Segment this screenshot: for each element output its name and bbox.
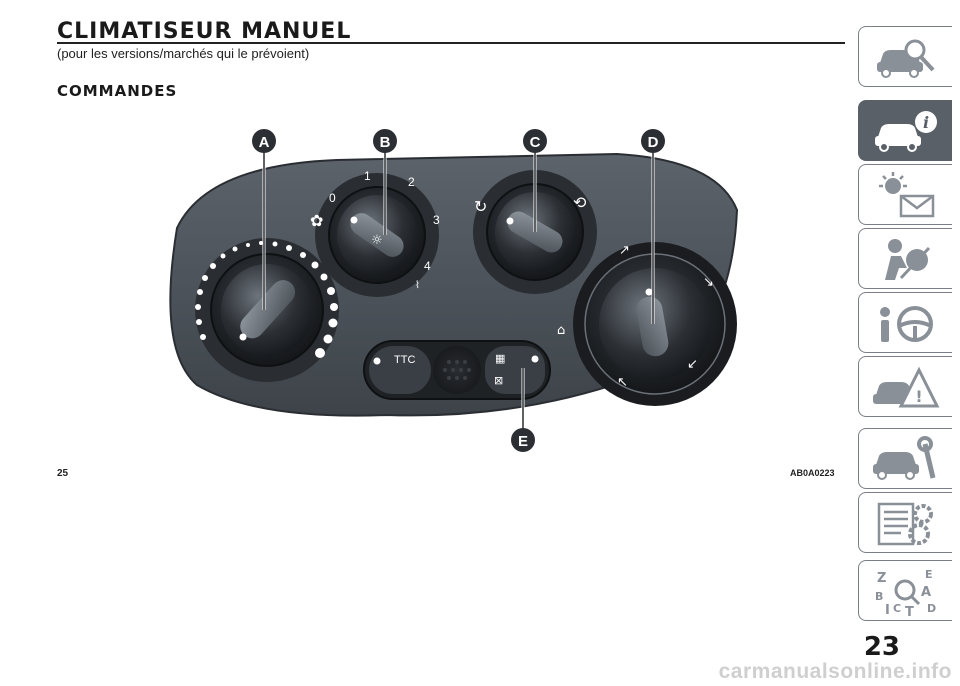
svg-text:E: E	[518, 433, 528, 450]
fan-label-3: 3	[433, 213, 440, 227]
alphabetical-index-icon: Z E B A I C T D	[875, 568, 936, 616]
face-feet-vent-icon: ↘	[703, 275, 714, 290]
svg-text:A: A	[259, 134, 270, 151]
recirc-off-icon: ↻	[474, 197, 487, 216]
car-info-icon: i	[874, 110, 937, 152]
tab-car-warning[interactable]: !	[858, 356, 952, 417]
car-wrench-icon	[872, 435, 935, 480]
tab-airbag-person[interactable]	[858, 228, 952, 289]
car-warning-triangle-icon: !	[872, 366, 939, 407]
svg-text:☼: ☼	[371, 233, 383, 248]
feet-defrost-icon: ↖	[617, 375, 628, 390]
knob-b-fan-speed: ☼ 0 1 2 3 4 ✿ ⌇	[310, 169, 440, 297]
page-title: CLIMATISEUR MANUEL	[57, 19, 352, 44]
tab-steering-wheel[interactable]	[858, 292, 952, 353]
svg-text:C: C	[530, 134, 541, 151]
svg-text:A: A	[921, 585, 931, 600]
knob-a-temperature	[195, 238, 339, 382]
callout-a: A	[252, 129, 276, 153]
svg-text:T: T	[905, 605, 914, 616]
callout-e: E	[511, 428, 535, 452]
specifications-gear-icon	[877, 502, 933, 545]
climate-control-illustration: ☼ 0 1 2 3 4 ✿ ⌇ ↻ ⟲ ↗ ↘ ↙ ↖ ⌂	[169, 129, 739, 452]
knob-d-air-distribution: ↗ ↘ ↙ ↖ ⌂	[557, 242, 737, 406]
rear-defrost-icon: ▦	[495, 352, 505, 365]
svg-text:D: D	[648, 134, 659, 151]
fan-label-4: 4	[424, 259, 431, 273]
svg-text:C: C	[893, 602, 901, 615]
callout-b: B	[373, 129, 397, 153]
svg-text:D: D	[927, 602, 936, 615]
face-vent-icon: ↗	[619, 243, 630, 258]
page-number: 23	[863, 632, 900, 662]
figure-code: AB0A0223	[790, 468, 835, 478]
svg-text:B: B	[380, 134, 391, 151]
recirc-on-icon: ⟲	[573, 193, 587, 212]
fan-label-1: 1	[364, 169, 371, 183]
svg-text:i: i	[922, 113, 928, 132]
callout-c: C	[523, 129, 547, 153]
watermark: carmanualsonline.info	[718, 660, 952, 683]
tab-specifications[interactable]	[858, 492, 952, 553]
tab-car-search[interactable]	[858, 26, 952, 87]
svg-text:!: !	[915, 387, 922, 406]
defrost-small-icon: ⌇	[415, 280, 420, 291]
windscreen-defrost-icon: ⌂	[557, 323, 565, 338]
page-subtitle: (pour les versions/marchés qui le prévoi…	[57, 46, 310, 61]
tab-car-info[interactable]: i	[858, 100, 952, 161]
feet-vent-icon: ↙	[687, 357, 698, 372]
warning-lights-icon	[878, 171, 934, 217]
steering-wheel-icon	[879, 305, 933, 342]
svg-text:I: I	[885, 603, 890, 616]
tab-warning-lights[interactable]	[858, 164, 952, 225]
fan-icon: ✿	[310, 211, 323, 230]
section-heading: COMMANDES	[57, 82, 178, 100]
callout-d: D	[641, 129, 665, 153]
mirror-defrost-icon: ⊠	[494, 374, 503, 387]
button-strip: TTC ▦ ⊠	[363, 340, 551, 400]
ttc-button-label: TTC	[394, 354, 415, 366]
car-search-icon	[876, 39, 934, 78]
tab-alphabetical-index[interactable]: Z E B A I C T D	[858, 560, 952, 621]
tab-car-wrench[interactable]	[858, 428, 952, 489]
figure-number: 25	[57, 468, 69, 479]
svg-text:B: B	[875, 590, 883, 603]
svg-text:E: E	[925, 568, 933, 581]
svg-text:Z: Z	[877, 571, 886, 586]
fan-label-2: 2	[408, 175, 415, 189]
airbag-person-icon	[884, 238, 930, 280]
fan-label-0: 0	[329, 191, 336, 205]
title-rule	[57, 42, 845, 44]
